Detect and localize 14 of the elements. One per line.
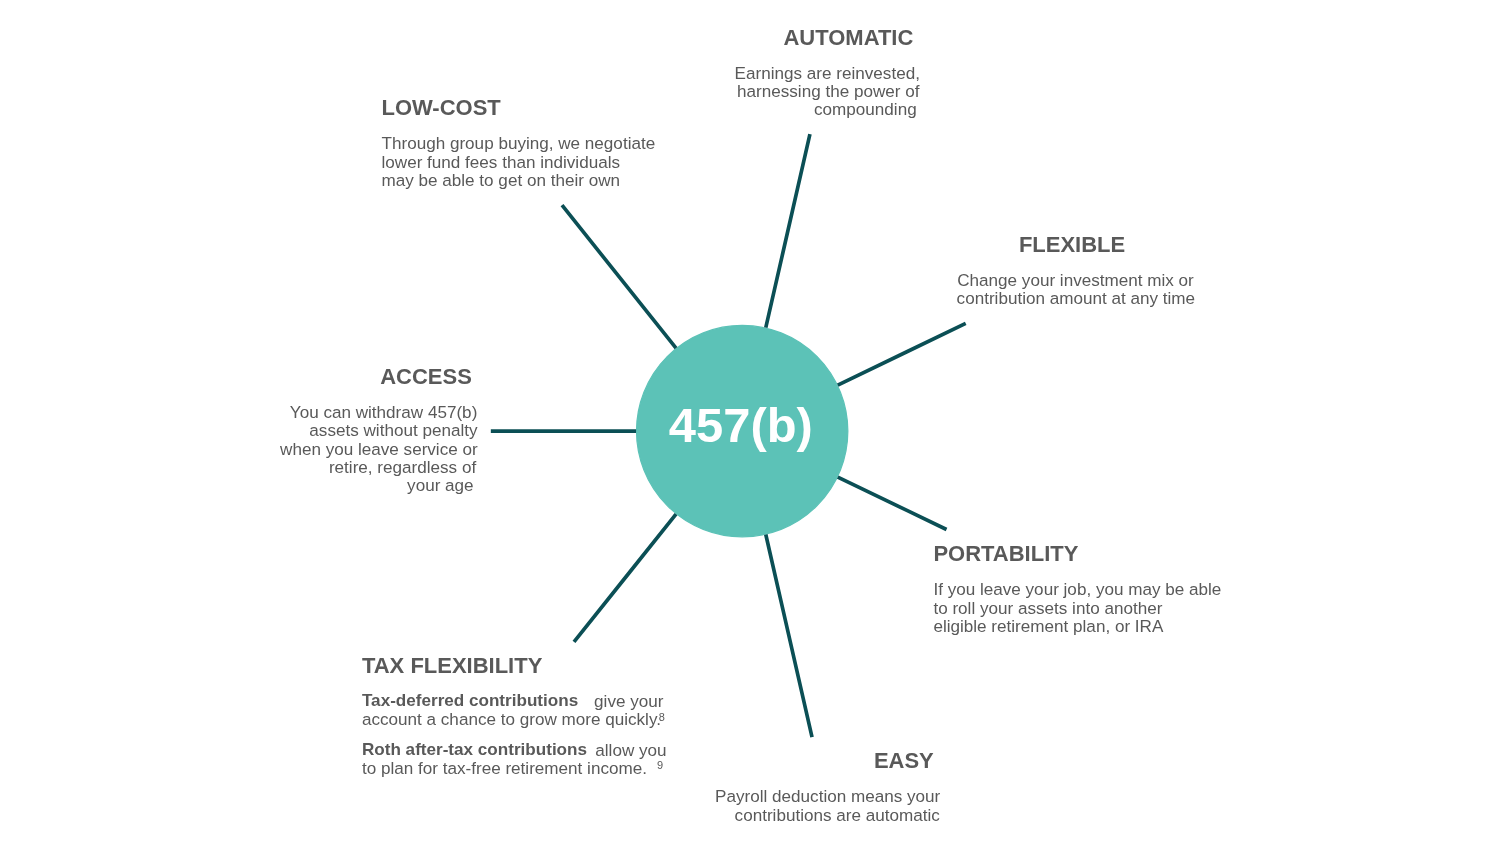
node-text: PORTABILITY If you leave your job, you may be able to roll your assets into another eligible retirement plan, or IRA	[932, 541, 1221, 637]
node-text: ACCESS You can withdraw 457(b) assets without penalty when you leave service or retire, regardless of your age	[279, 363, 478, 496]
connector	[763, 534, 814, 738]
connector	[763, 133, 812, 329]
node-text: EASY Payroll deduction means your contributions are automatic	[714, 748, 940, 825]
connector	[560, 204, 677, 350]
connector	[490, 429, 636, 433]
node-text: FLEXIBLE Change your investment mix or contribution amount at any time	[956, 231, 1195, 308]
connector	[572, 512, 677, 644]
node-circle: 457(b)	[635, 324, 848, 538]
node-text: AUTOMATIC Earnings are reinvested, harnessing the power of compounding	[734, 24, 920, 120]
connector	[836, 321, 966, 387]
node-text: LOW-COST Through group buying, we negotiate lower fund fees than individuals may be able to get on their own	[381, 95, 655, 191]
connector	[836, 475, 947, 532]
